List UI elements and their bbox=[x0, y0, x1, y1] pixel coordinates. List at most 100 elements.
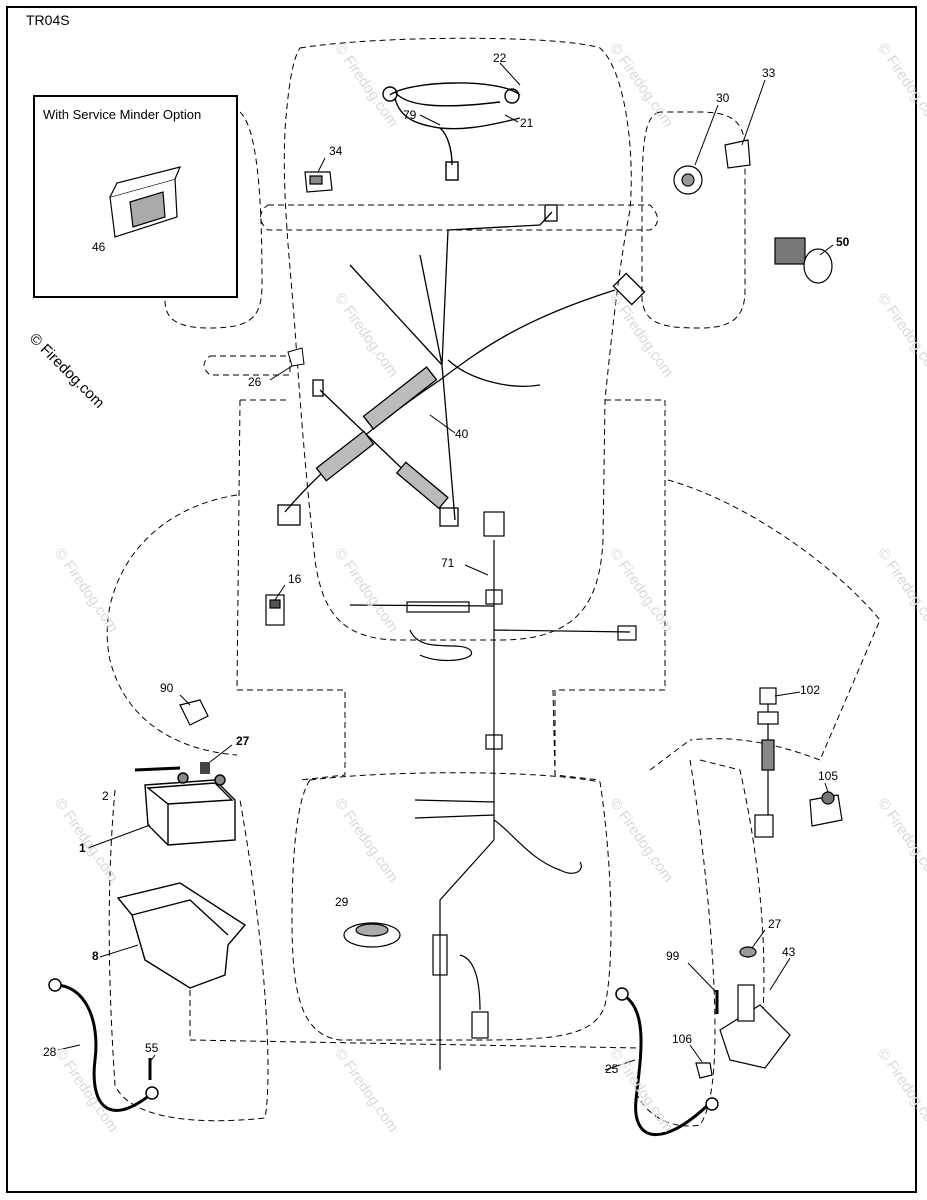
outline-frame bbox=[236, 399, 666, 781]
callout-27-solenoid: 27 bbox=[768, 917, 782, 931]
part-cable-28 bbox=[54, 983, 151, 1112]
leader-71 bbox=[464, 564, 489, 576]
callout-106: 106 bbox=[672, 1032, 693, 1046]
headlight-socket-right bbox=[504, 88, 520, 104]
part-cable-25 bbox=[621, 992, 710, 1136]
leader-50 bbox=[819, 244, 834, 256]
callout-50: 50 bbox=[836, 235, 850, 249]
part-solenoid bbox=[737, 984, 755, 1022]
harness-71-plug-bottom bbox=[471, 1011, 489, 1039]
part-bolt-2 bbox=[134, 766, 181, 772]
connector-bottom bbox=[439, 507, 459, 527]
headlight-socket-left bbox=[382, 86, 398, 102]
connector-top bbox=[544, 204, 558, 222]
harness-71-sleeve bbox=[406, 601, 470, 613]
harness-plug bbox=[445, 161, 459, 181]
part-relay-90 bbox=[179, 699, 209, 726]
outline-rear bbox=[108, 759, 716, 1127]
callout-99: 99 bbox=[666, 949, 680, 963]
part-headlight-harness bbox=[389, 82, 521, 166]
outline-dash-part bbox=[203, 355, 291, 376]
callout-33: 33 bbox=[762, 66, 776, 80]
part-nut-27 bbox=[200, 762, 210, 774]
callout-46: 46 bbox=[92, 240, 106, 254]
leader-28 bbox=[57, 1044, 81, 1051]
leader-105 bbox=[824, 782, 829, 793]
callout-28: 28 bbox=[43, 1045, 57, 1059]
leader-21 bbox=[504, 114, 519, 123]
outline-left-wheel bbox=[106, 494, 238, 756]
connector-right bbox=[612, 272, 646, 306]
service-minder-inset: With Service Minder Option bbox=[33, 95, 238, 298]
callout-2: 2 bbox=[102, 789, 109, 803]
callout-30: 30 bbox=[716, 91, 730, 105]
harness-71-plug-top bbox=[483, 511, 505, 537]
callout-90: 90 bbox=[160, 681, 174, 695]
callout-21: 21 bbox=[520, 116, 534, 130]
leader-55 bbox=[149, 1054, 156, 1063]
harness-71-conn-low bbox=[432, 934, 448, 976]
leader-1 bbox=[87, 824, 151, 849]
connector-left bbox=[277, 504, 301, 526]
callout-71: 71 bbox=[441, 556, 455, 570]
callout-22: 22 bbox=[493, 51, 507, 65]
leader-26 bbox=[269, 365, 293, 381]
harness-71-conn-mid bbox=[485, 589, 503, 605]
main-harness bbox=[284, 211, 616, 521]
leader-34 bbox=[317, 157, 326, 173]
callout-1: 1 bbox=[79, 841, 86, 855]
leader-43 bbox=[769, 957, 791, 991]
leader-8 bbox=[99, 944, 139, 958]
harness-71-plug-right bbox=[617, 625, 637, 641]
callout-34: 34 bbox=[329, 144, 343, 158]
leader-30 bbox=[694, 104, 719, 166]
harness-71-conn-mid2 bbox=[485, 734, 503, 750]
callout-16: 16 bbox=[288, 572, 302, 586]
callout-25: 25 bbox=[605, 1062, 619, 1076]
service-minder-part bbox=[109, 166, 182, 238]
connector-small bbox=[312, 379, 324, 397]
leader-33 bbox=[741, 79, 766, 146]
callout-102: 102 bbox=[800, 683, 821, 697]
leader-16 bbox=[274, 584, 286, 601]
diagram-code: TR04S bbox=[26, 12, 70, 28]
part-key bbox=[724, 139, 751, 169]
leader-79 bbox=[419, 114, 441, 126]
callout-105: 105 bbox=[818, 769, 839, 783]
leader-22 bbox=[499, 62, 521, 86]
outline-seat bbox=[291, 772, 612, 1041]
callout-27-battery: 27 bbox=[236, 734, 250, 748]
callout-29: 29 bbox=[335, 895, 349, 909]
leader-106 bbox=[689, 1044, 703, 1063]
outline-crossbar bbox=[260, 204, 658, 231]
callout-40: 40 bbox=[455, 427, 469, 441]
leader-99 bbox=[687, 962, 717, 993]
outline-hood bbox=[283, 37, 632, 641]
leader-40 bbox=[429, 414, 456, 434]
harness-conduit-right bbox=[395, 461, 449, 510]
leader-25 bbox=[604, 1059, 636, 1071]
callout-43: 43 bbox=[782, 945, 796, 959]
part-pto-switch bbox=[774, 237, 806, 265]
part-clip-106 bbox=[695, 1062, 713, 1079]
harness-71 bbox=[349, 540, 631, 1070]
leader-27b bbox=[751, 929, 766, 949]
callout-79: 79 bbox=[403, 108, 417, 122]
outline-right-wheel bbox=[667, 479, 881, 761]
diagram-frame bbox=[6, 6, 917, 1193]
outline-right-fender bbox=[641, 111, 746, 329]
part-fuse-26 bbox=[287, 347, 305, 367]
harness-conduit-lower bbox=[315, 430, 375, 482]
callout-26: 26 bbox=[248, 375, 262, 389]
part-battery-tray bbox=[116, 882, 247, 989]
outline-left-fender bbox=[164, 111, 263, 329]
leader-90 bbox=[179, 694, 191, 706]
leader-27 bbox=[209, 744, 233, 763]
callout-55: 55 bbox=[145, 1041, 159, 1055]
inset-title: With Service Minder Option bbox=[43, 107, 202, 122]
leader-102 bbox=[774, 691, 801, 697]
callout-8: 8 bbox=[92, 949, 99, 963]
part-washer-27 bbox=[739, 946, 757, 958]
part-solenoid-bracket bbox=[719, 1004, 791, 1069]
